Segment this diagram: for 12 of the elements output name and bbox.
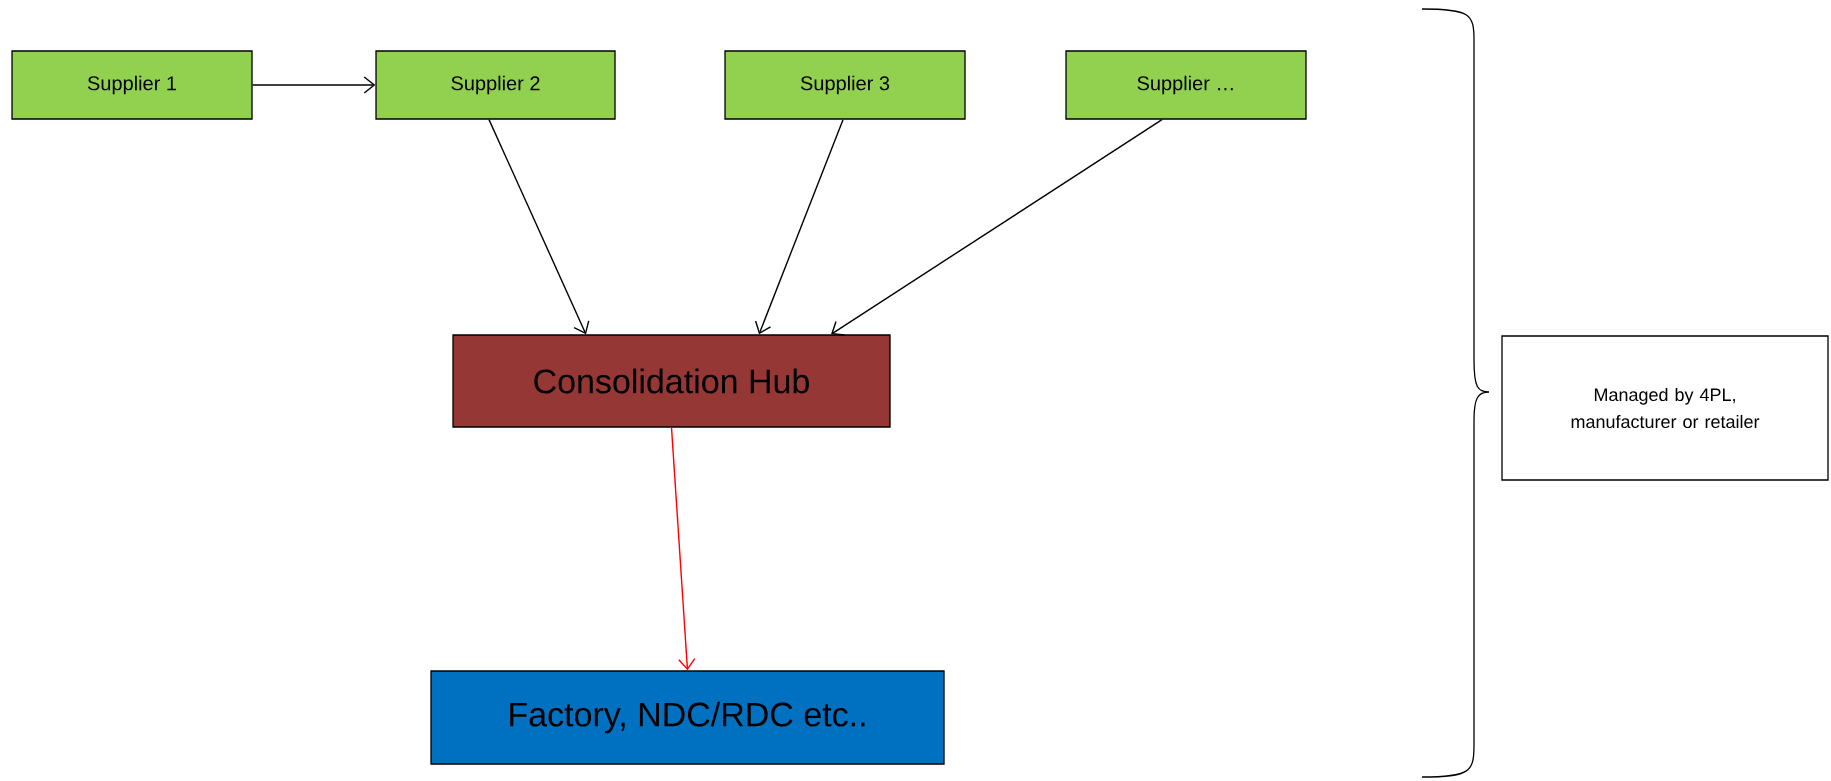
- hub-box: Consolidation Hub: [452, 334, 891, 428]
- arrow: [831, 118, 1163, 336]
- note-box: Managed by 4PL, manufacturer or retailer: [1501, 335, 1829, 481]
- supplier-box: Supplier 1: [11, 50, 253, 120]
- supplier-box: Supplier 2: [375, 50, 616, 120]
- supplier-box: Supplier …: [1065, 50, 1307, 120]
- arrow: [754, 118, 844, 335]
- supplier-box: Supplier 3: [724, 50, 966, 120]
- arrow: [670, 426, 696, 671]
- arrow: [488, 118, 590, 335]
- arrow: [251, 76, 376, 94]
- destination-box: Factory, NDC/RDC etc..: [430, 670, 945, 765]
